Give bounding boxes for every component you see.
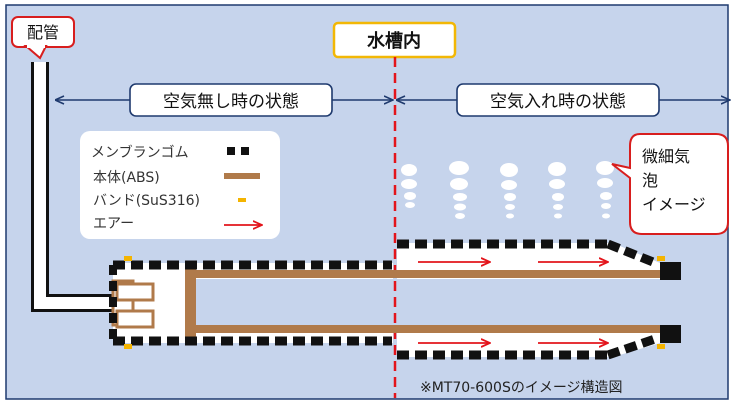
- micro-bubble-callout: 微細気 泡 イメージ: [611, 133, 729, 235]
- band-left-top: [124, 256, 132, 261]
- band-left-bottom: [124, 344, 132, 349]
- legend-label-membrane: メンブランゴム: [91, 144, 189, 161]
- legend: メンブランゴム 本体(ABS) バンド(SuS316) エアー: [80, 131, 280, 239]
- body-abs-bottom: [193, 325, 680, 333]
- dashed-membrane-icon: [227, 147, 249, 155]
- callout-line-3: イメージ: [642, 195, 706, 214]
- state-with-air-label: 空気入れ時の状態: [490, 92, 626, 112]
- pipe-label: 配管: [27, 23, 59, 42]
- legend-label-body: 本体(ABS): [93, 170, 160, 186]
- callout-line-1: 微細気: [642, 147, 690, 166]
- yellow-band-icon: [238, 198, 246, 202]
- micro-bubbles: [401, 161, 614, 219]
- legend-label-air: エアー: [93, 216, 134, 232]
- body-abs-top: [193, 270, 680, 278]
- callout-line-2: 泡: [642, 171, 658, 190]
- legend-label-band: バンド(SuS316): [93, 193, 200, 209]
- caption: ※MT70-600Sのイメージ構造図: [420, 380, 623, 396]
- brown-bar-icon: [224, 173, 260, 179]
- state-no-air-label: 空気無し時の状態: [163, 92, 299, 112]
- band-right-top: [657, 256, 665, 261]
- tank-inside-label: 水槽内: [367, 30, 421, 52]
- band-right-bottom: [657, 344, 665, 349]
- diffuser: [109, 239, 681, 360]
